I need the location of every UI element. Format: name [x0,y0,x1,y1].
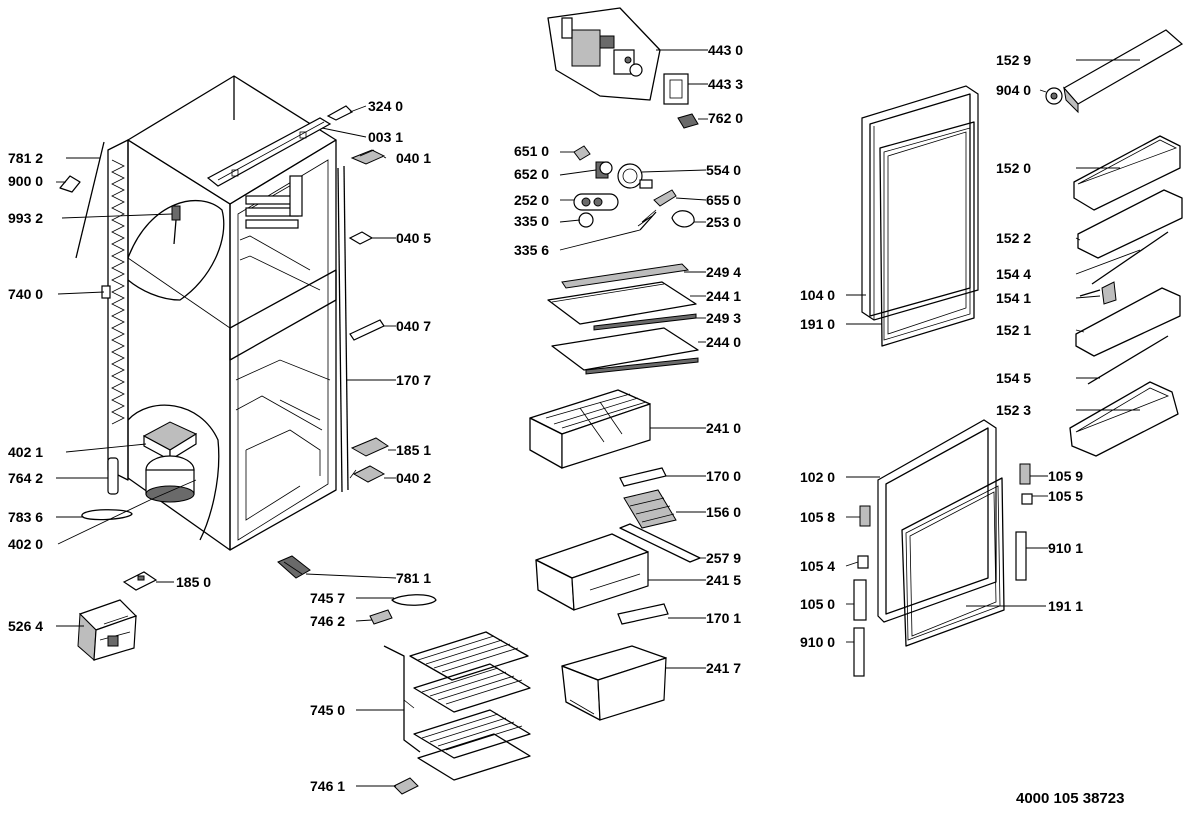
part-label: 443 3 [708,76,744,92]
part-label: 402 0 [8,536,44,552]
fridge-door-1020 [877,419,997,623]
part-label: 253 0 [706,214,742,230]
part-label: 257 9 [706,550,742,566]
wire-shelves-7450 [383,631,531,781]
part-label: 105 0 [800,596,836,612]
freezer-door-1040 [861,85,979,321]
cabinet-body [107,75,337,551]
part-label: 040 2 [396,470,432,486]
part-label: 185 0 [176,574,212,590]
part-label: 185 1 [396,442,432,458]
drawer-2410 [529,389,651,469]
part-label: 904 0 [996,82,1032,98]
part-label: 335 6 [514,242,550,258]
drawer-2415 [535,533,649,611]
part-label: 252 0 [514,192,550,208]
part-label: 154 5 [996,370,1032,386]
lamp-parts [573,145,695,231]
compressor [142,421,198,503]
part-label: 244 0 [706,334,742,350]
thermostat-group-4430 [547,7,661,101]
part-label: 152 2 [996,230,1032,246]
part-label: 655 0 [706,192,742,208]
part-label: 324 0 [368,98,404,114]
part-label: 993 2 [8,210,44,226]
part-label: 402 1 [8,444,44,460]
part-label: 746 1 [310,778,346,794]
leader-lines [56,49,1141,787]
top-strip [206,117,332,187]
part-label: 104 0 [800,287,836,303]
part-label: 652 0 [514,166,550,182]
part-label: 105 8 [800,509,836,525]
control-box-5264 [77,599,138,662]
part-label: 746 2 [310,613,346,629]
part-label: 040 7 [396,318,432,334]
part-label: 335 0 [514,213,550,229]
door-hardware [853,463,1033,677]
part-label: 249 3 [706,310,742,326]
door-gasket-1910 [879,121,975,347]
part-label: 764 2 [8,470,44,486]
part-label: 191 1 [1048,598,1084,614]
part-label: 554 0 [706,162,742,178]
part-label: 156 0 [706,504,742,520]
part-label: 762 0 [708,110,744,126]
part-label: 745 0 [310,702,346,718]
part-label: 105 4 [800,558,836,574]
part-label: 105 9 [1048,468,1084,484]
part-label: 241 7 [706,660,742,676]
part-label: 526 4 [8,618,44,634]
part-label: 152 9 [996,52,1032,68]
part-label: 170 7 [396,372,432,388]
part-label: 105 5 [1048,488,1084,504]
part-label: 170 0 [706,468,742,484]
part-label: 102 0 [800,469,836,485]
part-label: 740 0 [8,286,44,302]
part-label: 783 6 [8,509,44,525]
part-label: 745 7 [310,590,346,606]
part-label: 154 1 [996,290,1032,306]
part-label: 443 0 [708,42,744,58]
part-label: 781 1 [396,570,432,586]
part-label: 910 0 [800,634,836,650]
ice-tray-1560 [623,489,677,529]
part-label: 170 1 [706,610,742,626]
part-label: 152 3 [996,402,1032,418]
cabinet-hardware-right [337,149,390,493]
part-label: 191 0 [800,316,836,332]
part-label: 040 5 [396,230,432,246]
drawer-2417 [561,645,667,721]
part-label: 241 5 [706,572,742,588]
part-label: 003 1 [368,129,404,145]
part-label: 152 0 [996,160,1032,176]
part-label: 154 4 [996,266,1032,282]
part-label: 910 1 [1048,540,1084,556]
door-bins [1045,29,1184,457]
part-label: 651 0 [514,143,550,159]
part-label: 900 0 [8,173,44,189]
glass-shelves [547,263,699,375]
part-label: 244 1 [706,288,742,304]
part-label: 249 4 [706,264,742,280]
document-number: 4000 105 38723 [1016,790,1125,807]
part-label: 152 1 [996,322,1032,338]
part-label: 781 2 [8,150,44,166]
part-label: 040 1 [396,150,432,166]
part-label: 241 0 [706,420,742,436]
